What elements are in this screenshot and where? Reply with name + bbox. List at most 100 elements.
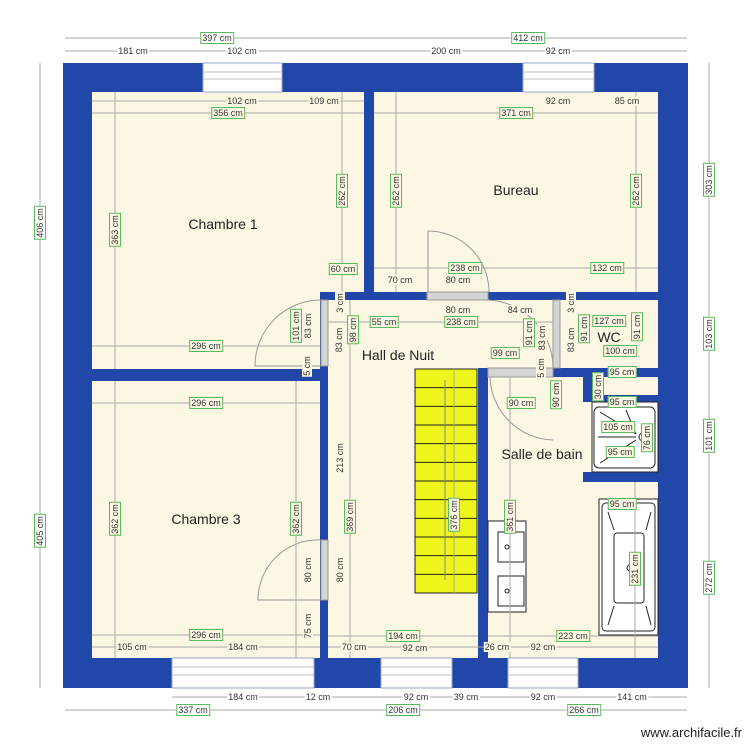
- window-chambre3: [171, 657, 315, 689]
- window-chambre1: [202, 62, 283, 93]
- dimension-label: 101 cm: [290, 309, 302, 343]
- dimension-label: 5 cm: [536, 357, 546, 379]
- doors: [320, 291, 561, 601]
- dimension-label: 101 cm: [703, 419, 715, 453]
- dimension-label: 95 cm: [605, 446, 635, 458]
- dimension-label: 95 cm: [607, 396, 637, 408]
- door-chambre1: [320, 299, 329, 367]
- room-label-bureau: Bureau: [493, 182, 539, 198]
- dimension-label: 105 cm: [601, 421, 635, 433]
- dimension-label: 103 cm: [703, 317, 715, 351]
- room-label-chambre-3: Chambre 3: [171, 511, 241, 527]
- dimension-label: 3 cm: [335, 292, 345, 314]
- dimension-label: 75 cm: [303, 612, 313, 640]
- dimension-label: 90 cm: [550, 380, 562, 410]
- dimension-label: 412 cm: [511, 32, 545, 44]
- dimension-label: 371 cm: [499, 107, 533, 119]
- dimension-label: 363 cm: [109, 213, 121, 247]
- dimension-label: 80 cm: [303, 556, 313, 584]
- dimension-label: 223 cm: [556, 630, 590, 642]
- dimension-label: 39 cm: [452, 692, 480, 702]
- door-wc: [552, 299, 561, 369]
- dimension-label: 105 cm: [116, 642, 148, 652]
- dimension-label: 98 cm: [347, 315, 359, 345]
- dimension-label: 83 cm: [537, 324, 547, 352]
- door-bureau: [426, 291, 489, 301]
- staircase: [414, 368, 478, 594]
- room-label-chambre-1: Chambre 1: [188, 216, 258, 232]
- window-bureau: [522, 62, 595, 93]
- dimension-label: 83 cm: [334, 326, 344, 354]
- dimension-label: 55 cm: [369, 316, 399, 328]
- dimension-label: 92 cm: [544, 46, 572, 56]
- dimension-label: 92 cm: [401, 643, 429, 653]
- dimension-label: 303 cm: [703, 163, 715, 197]
- dimension-label: 262 cm: [630, 174, 642, 208]
- dimension-label: 3 cm: [566, 292, 576, 314]
- dimension-label: 184 cm: [227, 692, 259, 702]
- dimension-label: 296 cm: [189, 340, 223, 352]
- dimension-label: 238 cm: [448, 262, 482, 274]
- dimension-label: 406 cm: [34, 206, 46, 240]
- window-hall: [380, 657, 453, 689]
- dimension-label: 12 cm: [304, 692, 332, 702]
- dimension-label: 337 cm: [176, 704, 210, 716]
- dimension-label: 70 cm: [386, 275, 414, 285]
- dimension-label: 100 cm: [603, 345, 637, 357]
- dimension-label: 184 cm: [227, 642, 259, 652]
- dimension-label: 84 cm: [506, 305, 534, 315]
- dimension-label: 376 cm: [448, 498, 460, 532]
- dimension-label: 369 cm: [344, 500, 356, 534]
- dimension-label: 238 cm: [444, 316, 478, 328]
- dimension-label: 262 cm: [390, 174, 402, 208]
- dimension-label: 405 cm: [34, 514, 46, 548]
- bathtub: [598, 498, 659, 636]
- dimension-label: 397 cm: [200, 32, 234, 44]
- dimension-label: 91 cm: [631, 312, 643, 342]
- dimension-label: 70 cm: [340, 642, 368, 652]
- dimension-label: 102 cm: [226, 46, 258, 56]
- dimension-label: 272 cm: [703, 561, 715, 595]
- dimension-label: 181 cm: [117, 46, 149, 56]
- dimension-label: 92 cm: [402, 692, 430, 702]
- dimension-label: 262 cm: [336, 174, 348, 208]
- dimension-label: 141 cm: [616, 692, 648, 702]
- dimension-label: 92 cm: [529, 692, 557, 702]
- room-label-hall-de-nuit: Hall de Nuit: [361, 347, 435, 363]
- dimension-label: 356 cm: [211, 107, 245, 119]
- dimension-label: 231 cm: [629, 552, 641, 586]
- dimension-label: 361 cm: [504, 500, 516, 534]
- dimension-label: 91 cm: [578, 314, 590, 344]
- dimension-label: 80 cm: [444, 275, 472, 285]
- dimension-label: 362 cm: [290, 502, 302, 536]
- dimension-label: 362 cm: [109, 502, 121, 536]
- dimension-label: 127 cm: [592, 315, 626, 327]
- room-label-wc: WC: [597, 329, 621, 345]
- dimension-label: 109 cm: [308, 96, 340, 106]
- dimension-label: 5 cm: [302, 355, 312, 377]
- dimension-label: 60 cm: [328, 263, 358, 275]
- dimension-label: 213 cm: [335, 442, 345, 474]
- dimension-label: 80 cm: [335, 556, 345, 584]
- dimension-label: 95 cm: [607, 366, 637, 378]
- door-chambre3: [320, 539, 329, 601]
- niche: [592, 377, 655, 395]
- dimension-label: 206 cm: [386, 704, 420, 716]
- windows: [171, 62, 595, 689]
- double-sink: [487, 520, 527, 613]
- window-sdb: [507, 657, 579, 689]
- dimension-label: 99 cm: [490, 347, 520, 359]
- dimension-label: 296 cm: [189, 629, 223, 641]
- dimension-label: 194 cm: [386, 630, 420, 642]
- dimension-label: 80 cm: [444, 305, 472, 315]
- dimension-label: 132 cm: [590, 262, 624, 274]
- dimension-label: 83 cm: [303, 312, 313, 340]
- dimension-label: 85 cm: [613, 96, 641, 106]
- dimension-label: 83 cm: [566, 326, 576, 354]
- dimension-label: 91 cm: [523, 318, 535, 348]
- room-label-salle-de-bain: Salle de bain: [501, 446, 583, 462]
- dimension-label: 95 cm: [607, 498, 637, 510]
- dimension-label: 30 cm: [592, 372, 604, 402]
